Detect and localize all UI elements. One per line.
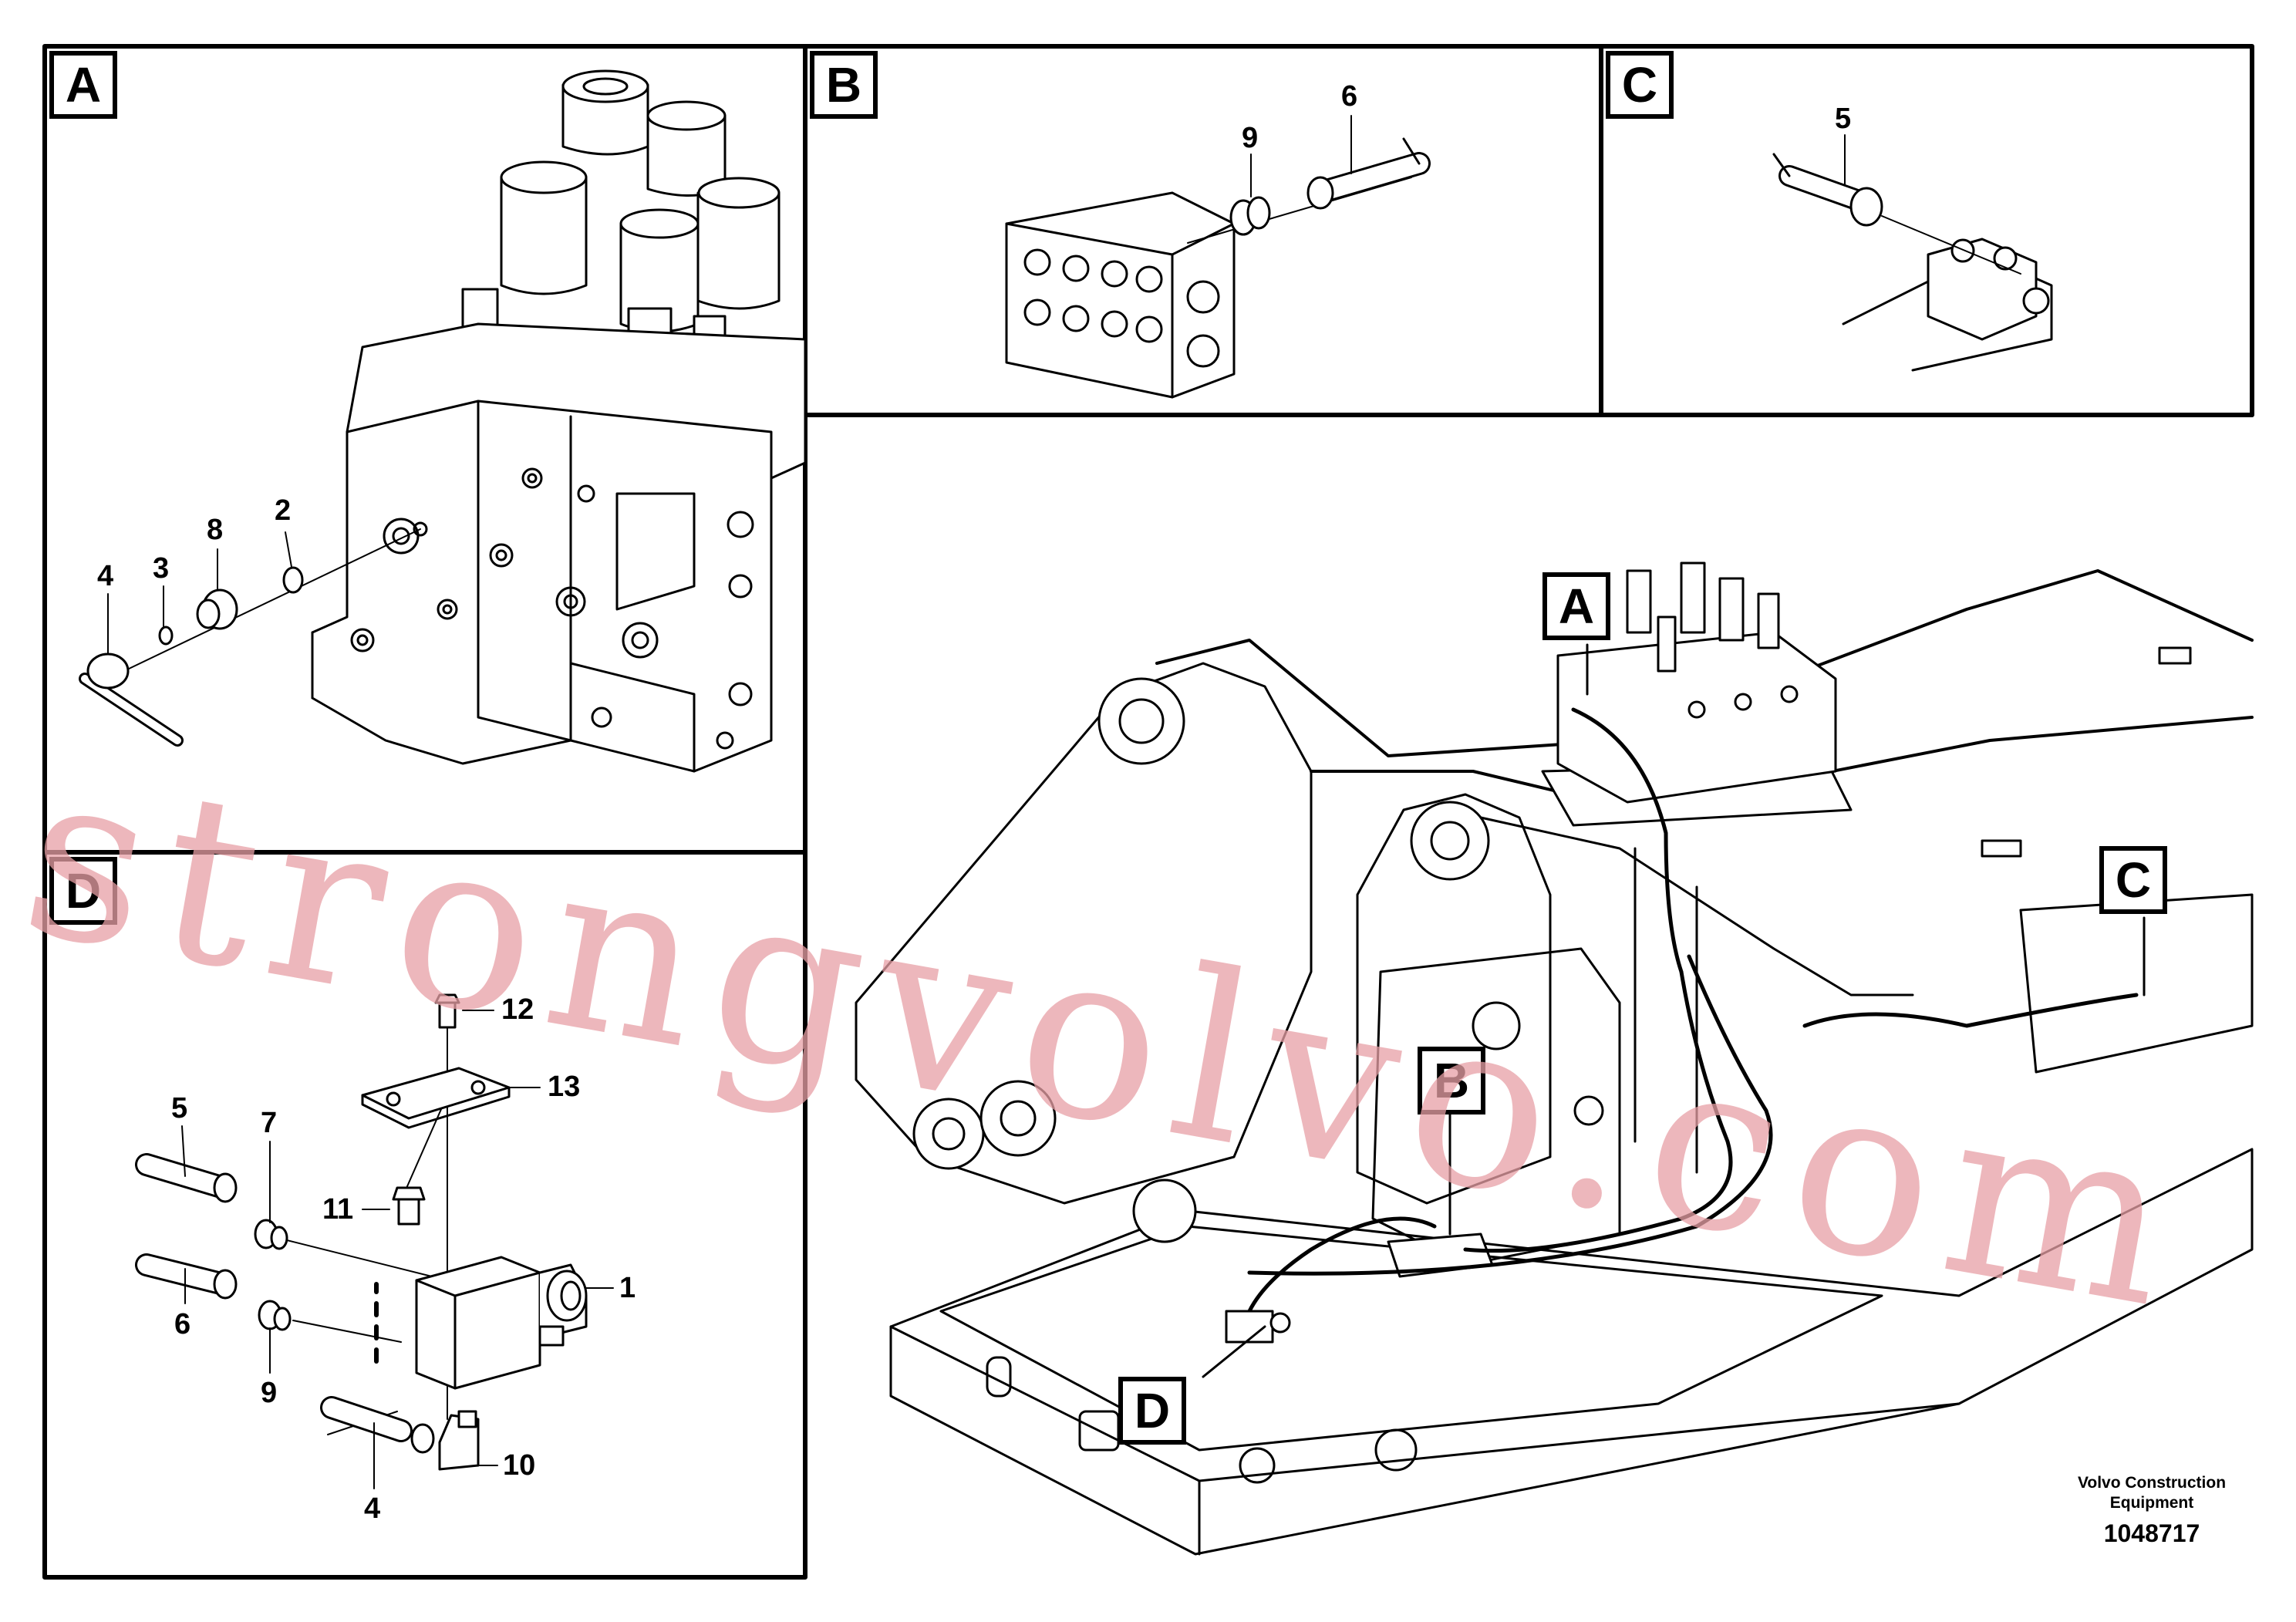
callout-a-2: 2 <box>275 494 292 527</box>
callout-d-12: 12 <box>501 993 534 1026</box>
o-ring-2 <box>282 566 304 594</box>
callout-d-9: 9 <box>261 1377 278 1409</box>
screw-12 <box>434 993 460 1029</box>
plate-13 <box>361 1067 511 1129</box>
callout-d-7: 7 <box>261 1107 278 1139</box>
drawing-number: 1048717 <box>2103 1519 2200 1547</box>
callout-a-8: 8 <box>207 514 224 546</box>
callout-d-1: 1 <box>619 1272 636 1304</box>
o-ring-3 <box>158 626 174 646</box>
solenoid-valve-1 <box>415 1256 588 1390</box>
company-name-line2: Equipment <box>2109 1494 2194 1512</box>
callout-d-10: 10 <box>503 1449 536 1482</box>
overview-frame-drawing <box>855 561 2254 1556</box>
panel-a-valve-drawing <box>311 69 807 773</box>
panel-c-tag: C <box>1606 51 1674 119</box>
callout-d-4: 4 <box>364 1492 381 1525</box>
callout-d-5: 5 <box>171 1092 188 1125</box>
company-name: Volvo Construction Equipment <box>2052 1473 2252 1513</box>
panel-c-drawing <box>1772 134 2053 372</box>
screw-11 <box>392 1186 426 1226</box>
callout-c-5: 5 <box>1835 103 1852 135</box>
overview-marker-b: B <box>1418 1047 1485 1114</box>
callout-a-3: 3 <box>153 552 170 585</box>
overview-leaders <box>1202 643 2146 1378</box>
callout-b-6: 6 <box>1341 80 1358 113</box>
overview-marker-d: D <box>1118 1377 1186 1445</box>
hose-6 <box>135 1253 238 1300</box>
hose-end-5 <box>1772 153 1883 227</box>
adapter-7 <box>254 1219 288 1250</box>
overview-marker-c: C <box>2099 846 2167 914</box>
panel-d-frame <box>42 850 807 1580</box>
hose-end-6 <box>1306 137 1431 210</box>
hose-end-4 <box>79 653 184 747</box>
panel-b-tag: B <box>810 51 878 119</box>
panel-d-drawing <box>135 993 614 1489</box>
overview-marker-a: A <box>1542 572 1610 640</box>
adapter-9 <box>1229 196 1271 236</box>
callout-d-6: 6 <box>174 1308 191 1340</box>
elbow-10 <box>438 1410 480 1471</box>
panel-a-tag: A <box>49 51 117 119</box>
block-ports <box>1023 248 1220 368</box>
adapter-8 <box>196 588 238 630</box>
panel-a-fittings <box>79 528 421 747</box>
hose-5 <box>135 1153 238 1203</box>
callout-b-9: 9 <box>1242 122 1259 154</box>
panel-b-drawing <box>1005 115 1431 399</box>
callout-d-11: 11 <box>322 1193 354 1226</box>
callout-a-4: 4 <box>97 560 114 592</box>
adapter-9d <box>258 1300 292 1331</box>
callout-d-13: 13 <box>548 1071 581 1103</box>
hose-4d <box>320 1396 435 1454</box>
panel-d-tag: D <box>49 857 117 925</box>
panel-c-frame <box>1599 44 2254 417</box>
company-name-line1: Volvo Construction <box>2077 1474 2227 1492</box>
